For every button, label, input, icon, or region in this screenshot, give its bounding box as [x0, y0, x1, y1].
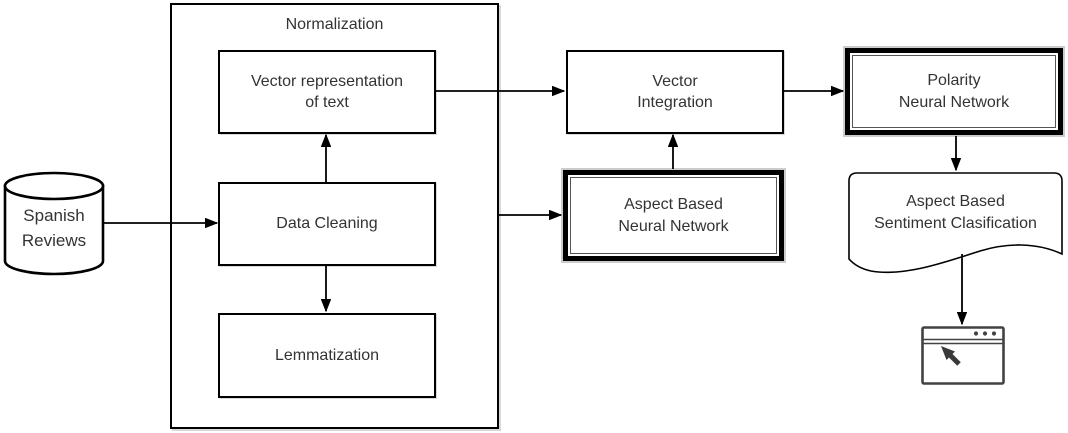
- spanish-reviews-label-line1: Spanish: [23, 206, 84, 225]
- lemmatization-label: Lemmatization: [274, 346, 380, 364]
- sentiment-output-label-line2: Sentiment Clasification: [874, 215, 1037, 233]
- aspect-nn-label-line2: Neural Network: [618, 217, 729, 235]
- database-cylinder-icon: [3, 171, 105, 276]
- node-data-cleaning: Data Cleaning: [218, 182, 436, 266]
- aspect-nn-label-line1: Aspect Based: [624, 196, 723, 214]
- normalization-group-label: Normalization: [285, 16, 384, 33]
- spanish-reviews-datastore: Spanish Reviews: [3, 171, 105, 276]
- node-sentiment-output: Aspect Based Sentiment Clasification: [848, 172, 1063, 280]
- node-aspect-based-neural-network: Aspect Based Neural Network: [563, 170, 784, 261]
- data-cleaning-label: Data Cleaning: [276, 215, 378, 233]
- window-menu-dots-icon: [973, 331, 997, 336]
- wavy-document-icon: [848, 172, 1063, 274]
- vector-representation-label-line1: Vector representation: [250, 72, 404, 90]
- polarity-nn-label-line1: Polarity: [927, 72, 981, 90]
- sentiment-output-label-line1: Aspect Based: [906, 193, 1005, 210]
- node-polarity-neural-network: Polarity Neural Network: [845, 48, 1063, 135]
- vector-integration-label-line2: Integration: [637, 94, 713, 111]
- browser-window-icon: [921, 326, 1005, 385]
- node-vector-integration: Vector Integration: [566, 50, 784, 134]
- polarity-nn-label-line2: Neural Network: [898, 93, 1010, 111]
- vector-representation-label-line2: of text: [305, 94, 349, 111]
- vector-integration-label-line1: Vector: [652, 72, 698, 90]
- spanish-reviews-label-line2: Reviews: [22, 231, 86, 250]
- node-vector-representation: Vector representation of text: [218, 50, 436, 134]
- mouse-pointer-icon: [941, 346, 961, 366]
- node-lemmatization: Lemmatization: [218, 313, 436, 398]
